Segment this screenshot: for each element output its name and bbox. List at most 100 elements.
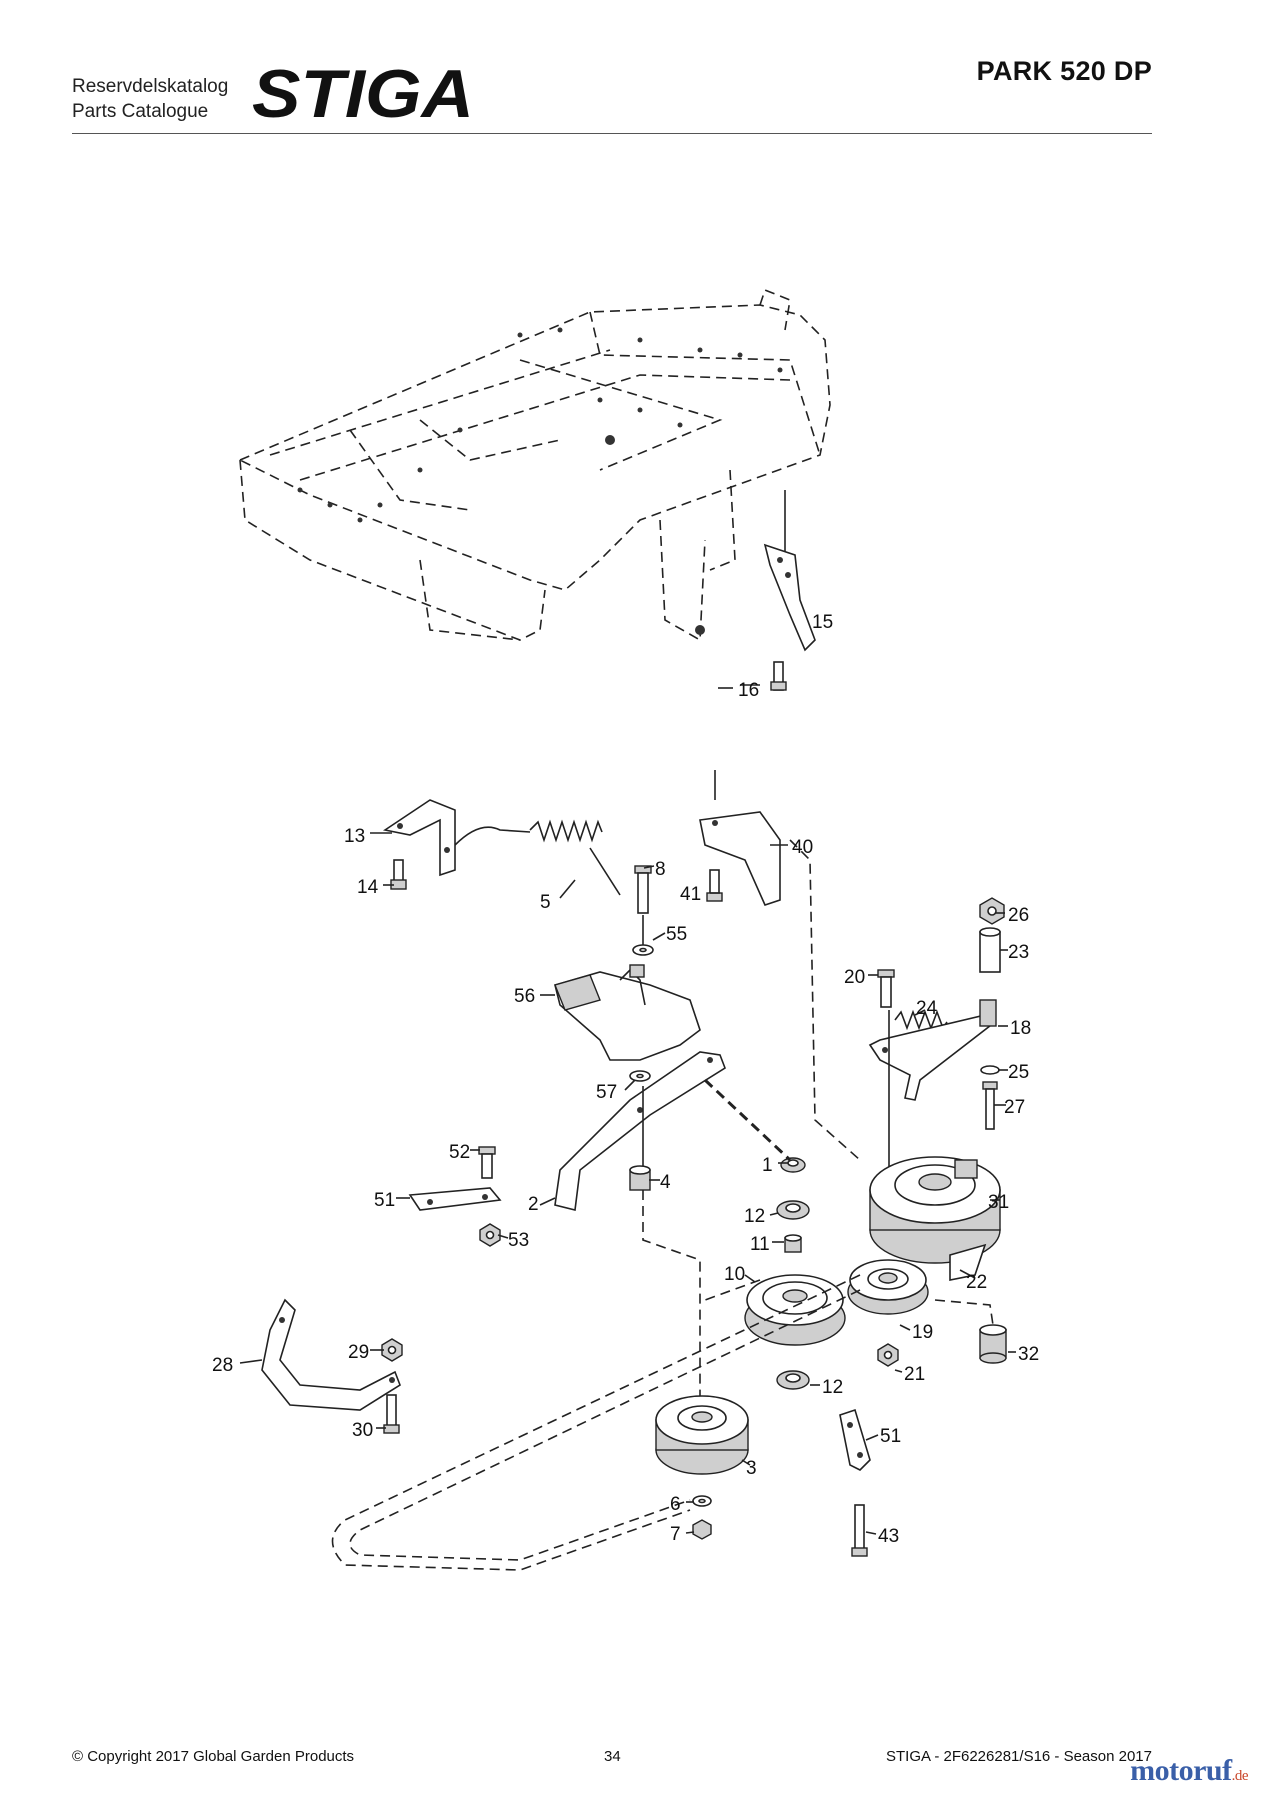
part-label: 10 — [724, 1264, 745, 1285]
nut-53 — [479, 1223, 501, 1247]
part-label: 41 — [680, 884, 701, 905]
idler-19 — [847, 1259, 929, 1315]
part-label: 32 — [1018, 1344, 1039, 1365]
arm-2 — [554, 1051, 726, 1211]
part-label: 1 — [762, 1155, 773, 1176]
part-label: 22 — [966, 1272, 987, 1293]
nut-26 — [979, 897, 1005, 925]
belt — [331, 1078, 861, 1571]
part-label: 4 — [660, 1172, 671, 1193]
part-labels: 15 16 13 14 5 8 41 40 55 26 23 56 20 24 … — [212, 612, 1039, 1547]
watermark-tld: .de — [1231, 1768, 1249, 1784]
sleeve-23 — [979, 927, 1001, 973]
part-label: 12 — [822, 1377, 843, 1398]
clutch-31 — [869, 1156, 1001, 1264]
nut-21 — [877, 1343, 899, 1367]
part-label: 6 — [670, 1494, 681, 1515]
bolt-52 — [478, 1146, 496, 1179]
bolt-43 — [851, 1504, 868, 1557]
part-label: 16 — [738, 680, 759, 701]
bolt-41 — [706, 869, 723, 902]
bearing-1 — [780, 1157, 806, 1173]
part-label: 31 — [988, 1192, 1009, 1213]
plate-51-right — [839, 1408, 871, 1471]
part-label: 55 — [666, 924, 687, 945]
leader-lines — [239, 684, 1016, 1535]
washer-6 — [692, 1495, 712, 1507]
bearing-12-upper — [776, 1200, 810, 1220]
bearing-12-lower — [776, 1370, 810, 1390]
bolt-27 — [982, 1081, 998, 1130]
pulley-10 — [744, 1274, 846, 1346]
bracket-13 — [382, 799, 456, 877]
bolt-20 — [877, 969, 895, 1008]
part-label: 52 — [449, 1142, 470, 1163]
part-label: 30 — [352, 1420, 373, 1441]
catalog-title-swedish: Reservdelskatalog — [72, 76, 229, 97]
part-label: 18 — [1010, 1018, 1031, 1039]
watermark: motoruf.de — [1130, 1754, 1248, 1788]
footer-reference: STIGA - 2F6226281/S16 - Season 2017 — [885, 1748, 1152, 1765]
washer-25 — [980, 1065, 1000, 1075]
lever-56 — [554, 964, 701, 1061]
part-label: 11 — [750, 1234, 770, 1255]
watermark-main: motoruf — [1130, 1754, 1232, 1787]
part-label: 24 — [916, 998, 938, 1019]
bracket-40 — [699, 811, 781, 906]
part-label: 3 — [746, 1458, 757, 1479]
bracket-15 — [763, 490, 816, 652]
frame-outline — [238, 288, 831, 642]
header-rule — [72, 133, 1152, 134]
catalog-title-english: Parts Catalogue — [72, 101, 209, 122]
part-label: 27 — [1004, 1097, 1025, 1118]
part-label: 14 — [357, 877, 379, 898]
part-label: 19 — [912, 1322, 933, 1343]
part-label: 56 — [514, 986, 535, 1007]
part-label: 5 — [540, 892, 551, 913]
frame-holes — [297, 327, 783, 635]
cap-32 — [979, 1324, 1007, 1364]
part-label: 51 — [880, 1426, 901, 1447]
bracket-18 — [868, 999, 997, 1101]
part-label: 57 — [596, 1082, 617, 1103]
bolt-14 — [390, 859, 407, 890]
stiga-logo: STIGA — [252, 62, 474, 124]
part-label: 28 — [212, 1355, 233, 1376]
nut-29 — [381, 1338, 403, 1362]
part-label: 40 — [792, 837, 813, 858]
part-label: 13 — [344, 826, 365, 847]
bolt-16 — [770, 661, 787, 691]
part-label: 25 — [1008, 1062, 1029, 1083]
part-label: 8 — [655, 859, 666, 880]
footer-copyright: © Copyright 2017 Global Garden Products — [72, 1748, 355, 1765]
part-label: 7 — [670, 1524, 681, 1545]
bolt-30 — [383, 1394, 400, 1434]
plate-51-left — [408, 1187, 502, 1211]
stiga-logo-text: STIGA — [252, 62, 474, 124]
part-label: 20 — [844, 967, 865, 988]
part-label: 51 — [374, 1190, 395, 1211]
part-label: 23 — [1008, 942, 1029, 963]
part-label: 21 — [904, 1364, 925, 1385]
catalog-title: Reservdelskatalog Parts Catalogue — [72, 74, 228, 124]
pulley-3 — [655, 1395, 749, 1475]
part-label: 26 — [1008, 905, 1029, 926]
part-label: 12 — [744, 1206, 765, 1227]
washer-55 — [632, 944, 654, 956]
part-label: 15 — [812, 612, 833, 633]
part-label: 29 — [348, 1342, 369, 1363]
spring-24 — [894, 1009, 948, 1031]
bracket-28 — [261, 1298, 401, 1411]
spring-5 — [454, 819, 621, 896]
nut-7 — [692, 1519, 712, 1540]
spacer-11 — [784, 1234, 802, 1253]
bolt-8 — [634, 865, 652, 914]
part-label: 43 — [878, 1526, 899, 1547]
part-label: 53 — [508, 1230, 529, 1251]
footer-page-number: 34 — [604, 1748, 621, 1765]
bracket-22 — [949, 1243, 987, 1281]
model-name: PARK 520 DP — [976, 56, 1152, 86]
bushing-4 — [629, 1165, 651, 1191]
washer-57 — [629, 1070, 651, 1082]
